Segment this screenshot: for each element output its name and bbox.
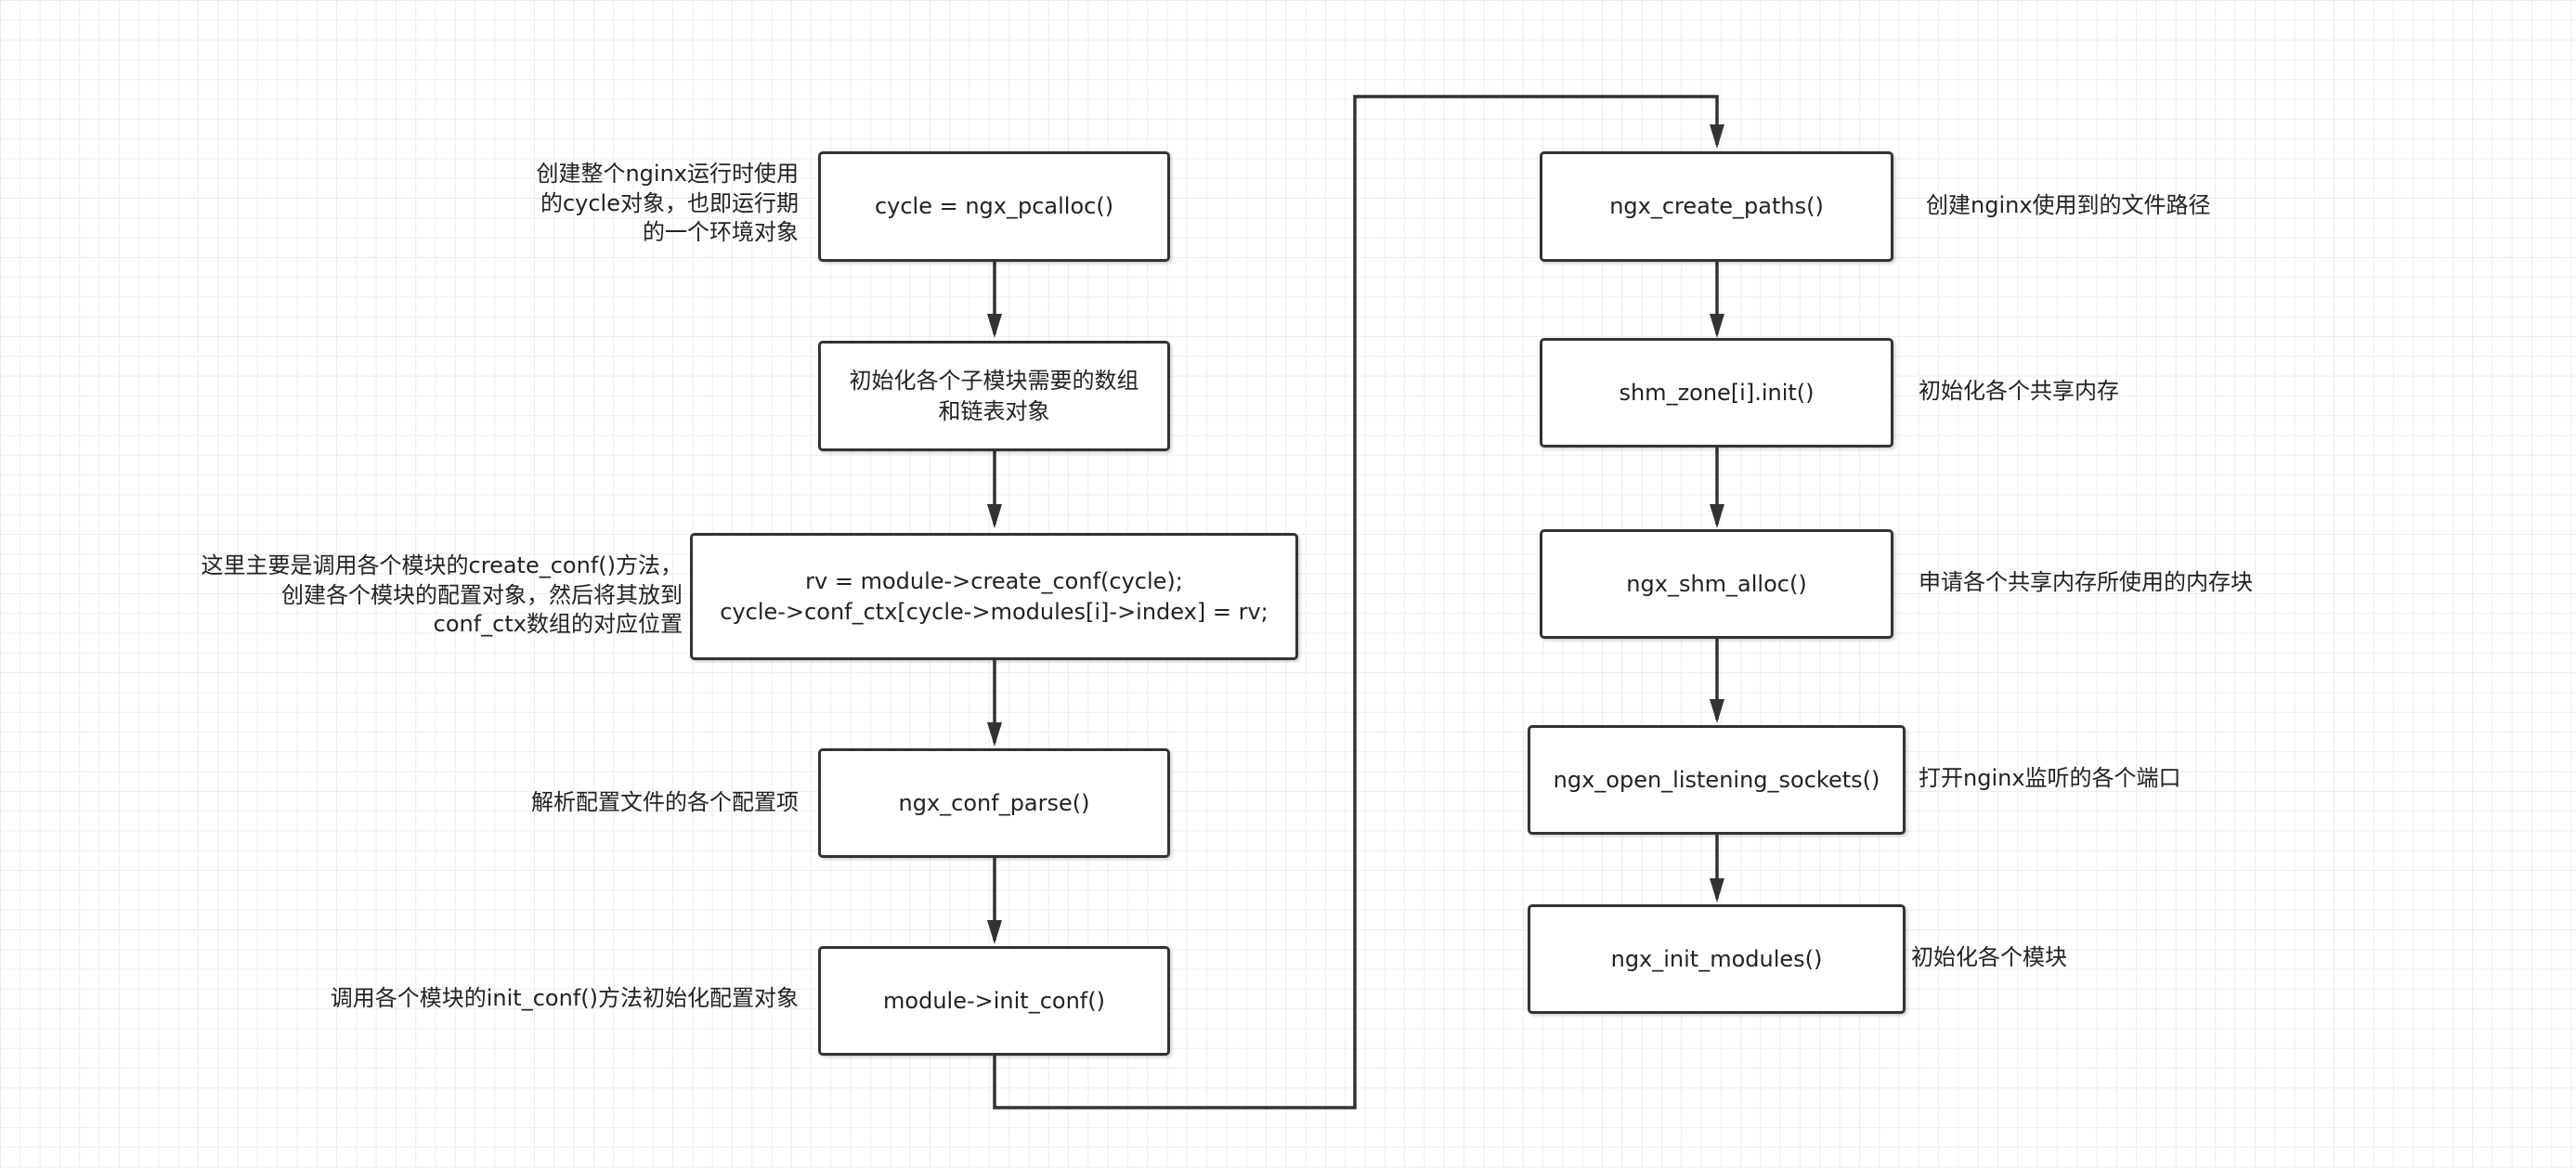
note-init-conf-line-1: 调用各个模块的init_conf()方法初始化配置对象	[330, 985, 799, 1011]
note-pcalloc-line-2: 的cycle对象，也即运行期	[540, 189, 799, 216]
step-create-paths-line-1: ngx_create_paths()	[1609, 193, 1824, 220]
step-create-conf-line-1: rv = module->create_conf(cycle);	[805, 568, 1183, 595]
step-pcalloc-box[interactable]: cycle = ngx_pcalloc()	[818, 151, 1170, 262]
note-create-conf: 这里主要是调用各个模块的create_conf()方法， 创建各个模块的配置对象…	[84, 552, 683, 640]
step-init-conf-box[interactable]: module->init_conf()	[818, 946, 1170, 1056]
step-shm-init-line-1: shm_zone[i].init()	[1619, 379, 1815, 406]
arrowhead-left-4	[987, 722, 1002, 746]
step-create-conf-box[interactable]: rv = module->create_conf(cycle); cycle->…	[690, 533, 1298, 660]
note-create-conf-line-3: conf_ctx数组的对应位置	[433, 611, 683, 638]
note-init-modules: 初始化各个模块	[1911, 943, 2067, 973]
note-create-conf-line-2: 创建各个模块的配置对象，然后将其放到	[281, 581, 683, 608]
step-shm-alloc-box[interactable]: ngx_shm_alloc()	[1540, 529, 1893, 639]
step-conf-parse-box[interactable]: ngx_conf_parse()	[818, 748, 1170, 858]
note-init-conf: 调用各个模块的init_conf()方法初始化配置对象	[186, 984, 799, 1014]
arrowhead-left-3	[987, 504, 1002, 528]
step-init-arrays-line-2: 和链表对象	[938, 397, 1050, 424]
arrowhead-right-5	[1710, 878, 1724, 902]
step-init-arrays-line-1: 初始化各个子模块需要的数组	[849, 368, 1139, 395]
arrowhead-left-2	[987, 314, 1002, 338]
step-create-paths-box[interactable]: ngx_create_paths()	[1540, 151, 1893, 262]
arrowhead-right-2	[1710, 314, 1724, 338]
step-create-conf-line-2: cycle->conf_ctx[cycle->modules[i]->index…	[720, 598, 1268, 625]
note-shm-alloc-line-1: 申请各个共享内存所使用的内存块	[1919, 569, 2253, 595]
connector-left-to-right	[993, 95, 1719, 1110]
step-conf-parse-line-1: ngx_conf_parse()	[898, 789, 1090, 816]
step-pcalloc-line-1: cycle = ngx_pcalloc()	[874, 193, 1114, 220]
note-shm-alloc: 申请各个共享内存所使用的内存块	[1919, 568, 2253, 598]
note-create-paths: 创建nginx使用到的文件路径	[1926, 191, 2211, 221]
step-init-conf-line-1: module->init_conf()	[883, 987, 1105, 1014]
step-init-modules-line-1: ngx_init_modules()	[1610, 945, 1823, 972]
step-init-modules-box[interactable]: ngx_init_modules()	[1528, 904, 1906, 1014]
step-shm-alloc-line-1: ngx_shm_alloc()	[1626, 570, 1807, 597]
note-conf-parse: 解析配置文件的各个配置项	[371, 788, 799, 818]
arrowhead-left-5	[987, 920, 1002, 944]
note-init-modules-line-1: 初始化各个模块	[1911, 944, 2067, 970]
arrowhead-right-1	[1710, 124, 1724, 149]
note-create-conf-line-1: 这里主要是调用各个模块的create_conf()方法，	[201, 552, 683, 578]
note-shm-init: 初始化各个共享内存	[1919, 377, 2119, 407]
step-listening-sockets-line-1: ngx_open_listening_sockets()	[1553, 766, 1880, 793]
arrowhead-right-3	[1710, 504, 1724, 528]
step-shm-init-box[interactable]: shm_zone[i].init()	[1540, 338, 1893, 448]
note-pcalloc-line-1: 创建整个nginx运行时使用	[536, 161, 799, 187]
note-listening-sockets: 打开nginx监听的各个端口	[1919, 764, 2181, 794]
note-pcalloc-line-3: 的一个环境对象	[643, 219, 799, 246]
note-create-paths-line-1: 创建nginx使用到的文件路径	[1926, 192, 2211, 218]
note-listening-sockets-line-1: 打开nginx监听的各个端口	[1919, 765, 2181, 791]
note-pcalloc: 创建整个nginx运行时使用 的cycle对象，也即运行期 的一个环境对象	[446, 160, 799, 248]
note-conf-parse-line-1: 解析配置文件的各个配置项	[531, 789, 799, 815]
arrowhead-right-4	[1710, 699, 1724, 723]
note-shm-init-line-1: 初始化各个共享内存	[1919, 378, 2119, 404]
step-listening-sockets-box[interactable]: ngx_open_listening_sockets()	[1528, 725, 1906, 835]
step-init-arrays-box[interactable]: 初始化各个子模块需要的数组 和链表对象	[818, 341, 1170, 451]
